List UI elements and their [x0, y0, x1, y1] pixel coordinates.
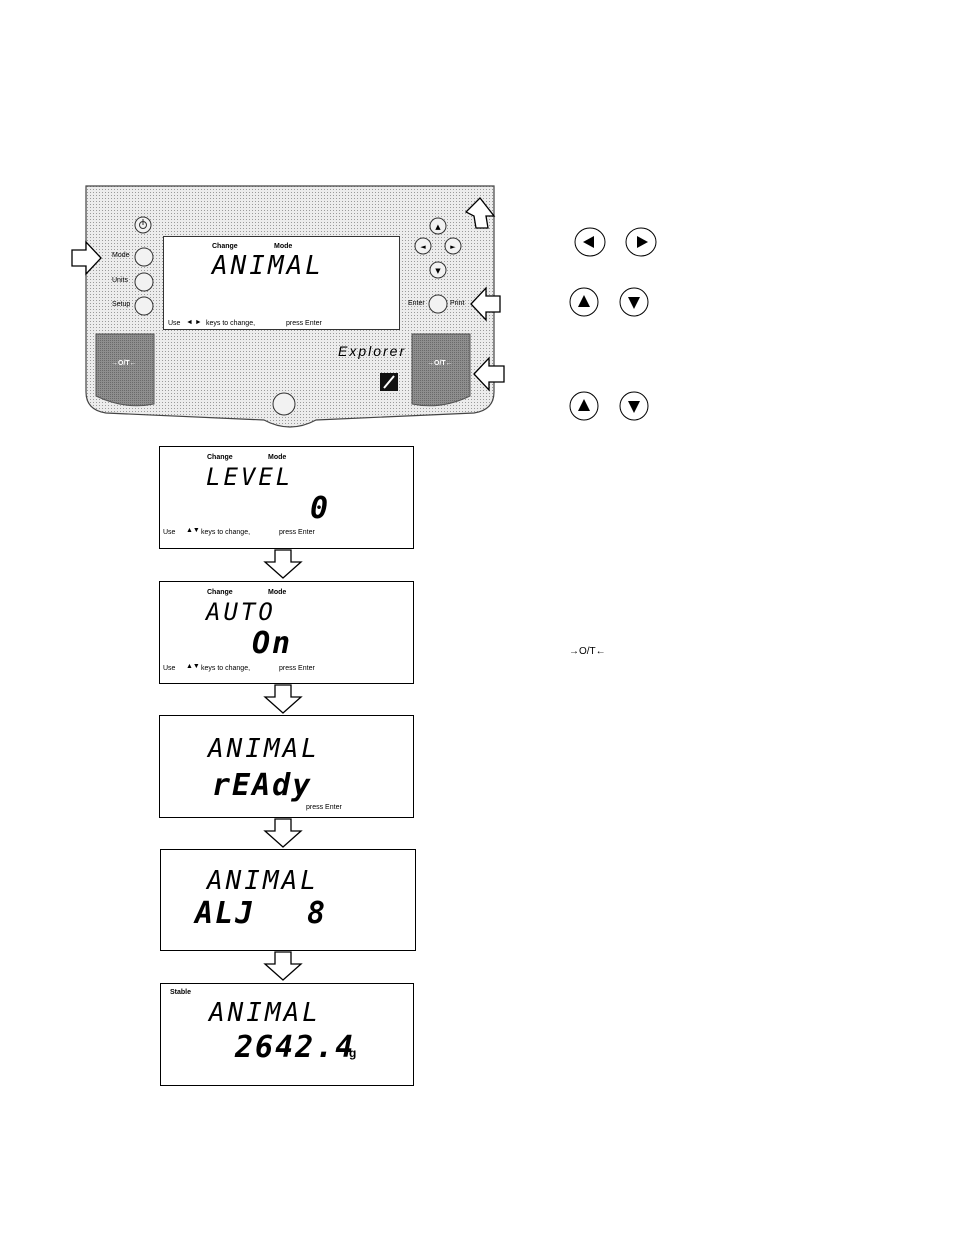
display-footer-keys: keys to change, — [206, 320, 256, 327]
right-tare-label[interactable]: →O/T← — [427, 360, 453, 367]
svg-text:▼: ▼ — [435, 267, 441, 275]
balance-panel-graphic: ▲ ◄ ► ▼ — [71, 185, 505, 428]
screen-top-text: ANIMAL — [208, 734, 320, 764]
display-main-text: ANIMAL — [212, 251, 324, 281]
screen-ready: ANIMAL rEAdy press Enter — [159, 715, 414, 818]
screen-level: Change Mode LEVEL 0 Use ▲▼ keys to chang… — [159, 446, 414, 549]
mode-key-label[interactable]: Mode — [112, 252, 130, 259]
down-key-icon-2 — [619, 391, 649, 421]
setup-key-label[interactable]: Setup — [112, 301, 131, 308]
up-down-arrows-icon: ▲▼ — [186, 527, 200, 534]
svg-text:◄: ◄ — [420, 243, 426, 251]
pointer-arrow-enter — [470, 286, 501, 322]
flow-down-arrow-icon — [263, 549, 303, 579]
screen-press-label: press Enter — [279, 529, 315, 536]
display-change-label: Change — [212, 243, 238, 250]
screen-press-label: press Enter — [306, 804, 342, 811]
right-tare-key — [411, 333, 471, 407]
screen-keys-label: keys to change, — [201, 529, 251, 536]
screen-mode-label: Mode — [268, 454, 287, 461]
screen-auto: Change Mode AUTO On Use ▲▼ keys to chang… — [159, 581, 414, 684]
display-mode-label: Mode — [274, 243, 293, 250]
zero-tare-symbol: →O/T← — [569, 646, 606, 657]
screen-value-text: 2642.4 — [235, 1030, 356, 1065]
screen-value-text: 0 — [310, 491, 331, 526]
svg-text:▲: ▲ — [435, 223, 441, 231]
left-key-icon — [574, 227, 606, 257]
display-footer-use: Use — [168, 320, 181, 327]
screen-use-label: Use — [163, 665, 176, 672]
flow-down-arrow-icon — [263, 818, 303, 848]
panel-display: Change Mode ANIMAL Use ◄ ► keys to chang… — [163, 236, 400, 330]
pointer-arrow-nav — [464, 197, 496, 229]
screen-change-label: Change — [207, 454, 233, 461]
units-key-label[interactable]: Units — [112, 277, 128, 284]
stable-indicator: Stable — [170, 989, 192, 996]
flow-down-arrow-icon — [263, 684, 303, 714]
screen-value-text: On — [252, 626, 293, 661]
screen-use-label: Use — [163, 529, 176, 536]
print-key-label[interactable]: Print — [450, 300, 465, 307]
screen-stable: Stable ANIMAL 2642.4 g — [160, 983, 414, 1086]
up-key-icon-2 — [569, 391, 599, 421]
brand-logo-text: Explorer — [338, 343, 407, 359]
up-key-icon — [569, 287, 599, 317]
enter-key-label[interactable]: Enter — [408, 300, 425, 307]
screen-mode-label: Mode — [268, 589, 287, 596]
left-tare-label[interactable]: →O/T← — [111, 360, 137, 367]
screen-change-label: Change — [207, 589, 233, 596]
down-key-icon — [619, 287, 649, 317]
flow-down-arrow-icon — [263, 951, 303, 981]
pointer-arrow-mode — [71, 240, 102, 276]
right-key-icon — [625, 227, 657, 257]
left-tare-key — [95, 333, 155, 407]
svg-text:►: ► — [450, 243, 456, 251]
screen-top-text: ANIMAL — [207, 866, 319, 896]
display-footer-press: press Enter — [286, 320, 322, 327]
screen-value-right: 8 — [307, 896, 328, 931]
screen-keys-label: keys to change, — [201, 665, 251, 672]
left-right-arrows-icon: ◄ ► — [186, 319, 202, 326]
pointer-arrow-tare — [473, 356, 505, 392]
screen-press-label: press Enter — [279, 665, 315, 672]
up-down-arrows-icon: ▲▼ — [186, 663, 200, 670]
screen-value-text: rEAdy — [212, 768, 313, 803]
side-key-icons — [569, 227, 657, 421]
screen-value-left: ALJ — [195, 896, 256, 931]
screen-top-text: LEVEL — [206, 463, 294, 491]
screen-top-text: ANIMAL — [209, 998, 321, 1028]
screen-top-text: AUTO — [206, 598, 276, 626]
screen-adjust: ANIMAL ALJ 8 — [160, 849, 416, 951]
screen-unit-label: g — [349, 1046, 357, 1060]
